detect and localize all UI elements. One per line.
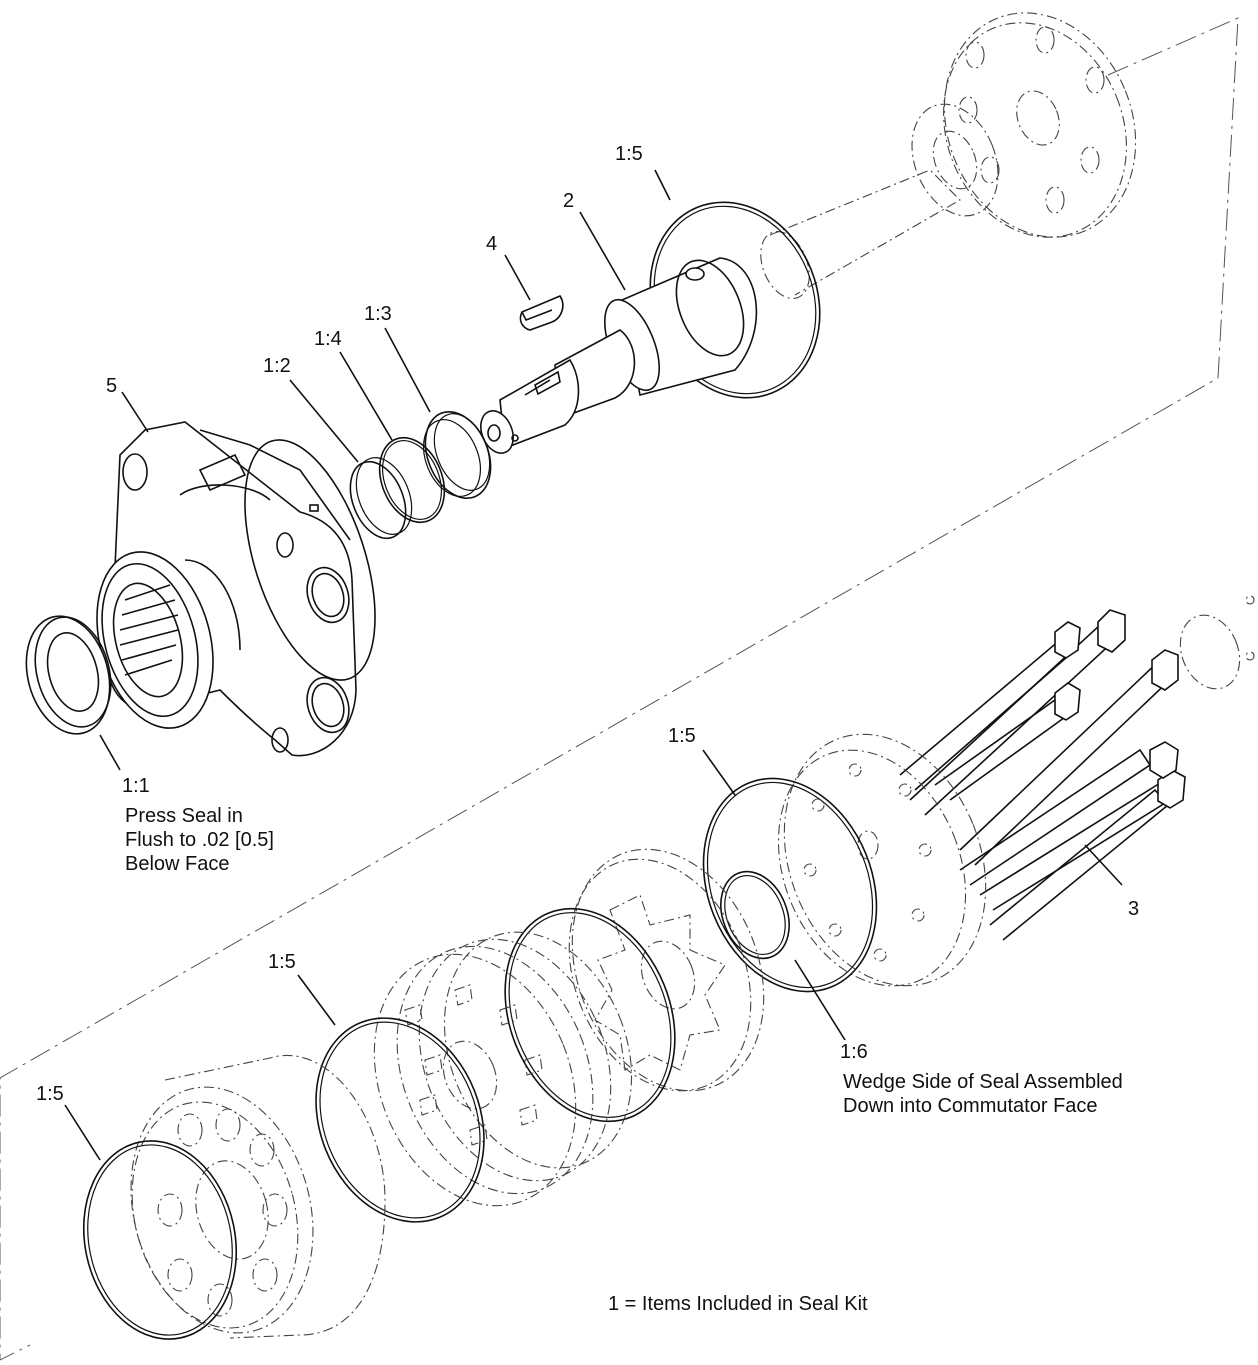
callout-labels: 1:5 2 4 1:3 1:4 1:2 5 1:1 1:5 3 1:5 1:5 … (36, 143, 1139, 1105)
callout-1-3: 1:3 (364, 303, 392, 325)
section-boundary-lines (0, 17, 1239, 1361)
seal-1-3 (423, 410, 492, 500)
note-wedge-side: Wedge Side of Seal Assembled Down into C… (843, 1071, 1123, 1117)
phantom-spline-shaft (760, 103, 999, 300)
phantom-commutator (568, 848, 765, 1092)
note-press-seal: Press Seal in Flush to .02 [0.5] Below F… (125, 805, 274, 875)
note-wedge-side-line-2: Down into Commutator Face (843, 1095, 1098, 1117)
leader-lines (64, 169, 1123, 1161)
callout-1-1: 1:1 (122, 775, 150, 797)
callout-5: 5 (106, 375, 117, 397)
phantom-end-cover (777, 733, 987, 987)
note-press-seal-line-1: Press Seal in (125, 805, 243, 827)
callout-1-5-top: 1:5 (615, 143, 643, 165)
woodruff-key (519, 295, 564, 331)
callout-4: 4 (486, 233, 497, 255)
phantom-gerotor (373, 931, 633, 1207)
phantom-bearing-plate (943, 12, 1137, 238)
seal-1-6 (720, 870, 790, 960)
callout-1-5-mid: 1:5 (668, 725, 696, 747)
callout-1-5-lower: 1:5 (268, 951, 296, 973)
shaft-seal-1-1 (25, 615, 112, 735)
mounting-flange-housing (96, 421, 376, 757)
phantom-valve-housing (130, 1055, 386, 1339)
callout-3: 3 (1128, 898, 1139, 920)
callout-1-5-left: 1:5 (36, 1083, 64, 1105)
callout-1-6: 1:6 (840, 1041, 868, 1063)
callout-2: 2 (563, 190, 574, 212)
o-ring-mid (702, 777, 878, 993)
phantom-cap (1179, 595, 1255, 690)
callout-1-4: 1:4 (314, 328, 342, 350)
cap-screws (899, 609, 1186, 941)
note-seal-kit: 1 = Items Included in Seal Kit (608, 1293, 868, 1315)
o-ring-lower (504, 907, 676, 1123)
note-press-seal-line-3: Below Face (125, 853, 230, 875)
note-press-seal-line-2: Flush to .02 [0.5] (125, 829, 274, 851)
ring-1-4 (378, 436, 446, 524)
callout-1-2: 1:2 (263, 355, 291, 377)
drive-shaft (480, 257, 758, 454)
o-ring-left (82, 1140, 238, 1340)
note-wedge-side-line-1: Wedge Side of Seal Assembled (843, 1071, 1123, 1093)
o-ring-second-lower (315, 1017, 485, 1223)
ring-1-2 (349, 457, 413, 540)
